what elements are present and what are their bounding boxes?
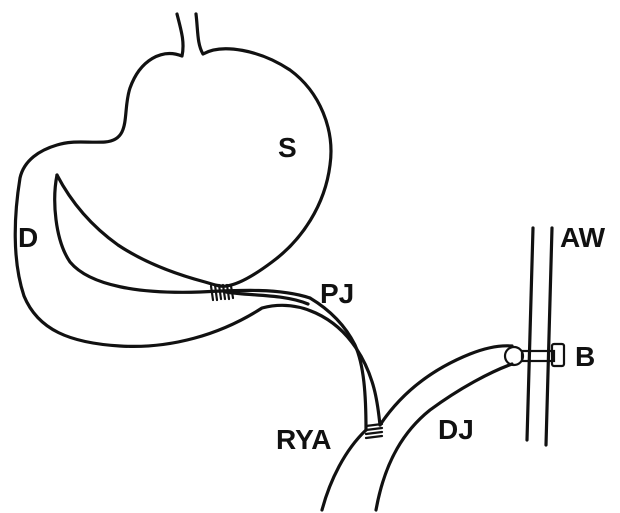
label-rya: RYA [276, 424, 332, 455]
button-inner-bolster [505, 347, 523, 365]
jejunum-limb-inner [310, 298, 366, 430]
abdominal-wall-right [546, 228, 552, 445]
label-dj: DJ [438, 414, 474, 445]
duodenum-inner-edge [55, 175, 310, 298]
label-pj: PJ [320, 278, 354, 309]
label-b: B [575, 341, 595, 372]
esophagus-right-edge [196, 14, 331, 286]
stomach-outline [15, 14, 380, 425]
label-d: D [18, 222, 38, 253]
duodenum-inner-upper [57, 175, 226, 286]
abdominal-wall-left [527, 228, 533, 440]
label-s: S [278, 132, 297, 163]
label-aw: AW [560, 222, 606, 253]
